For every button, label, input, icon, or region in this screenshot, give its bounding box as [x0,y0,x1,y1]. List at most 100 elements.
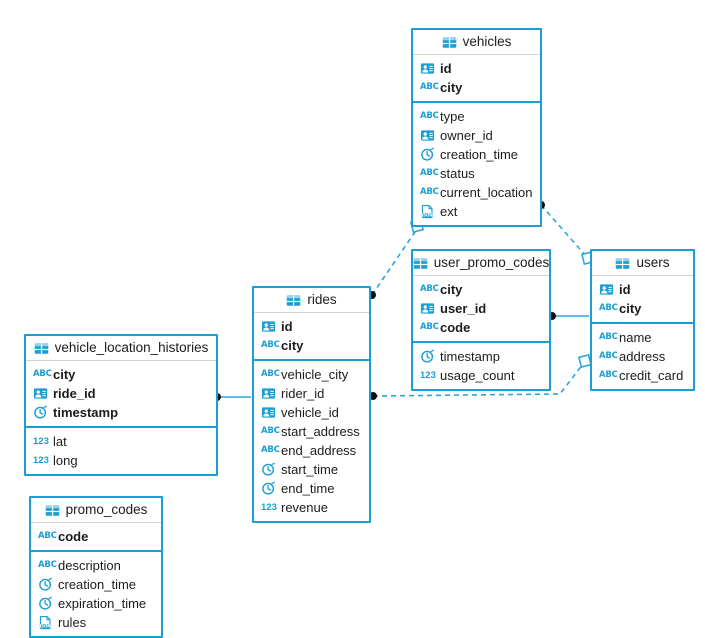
field-label: status [440,166,475,181]
abc-text-icon: ABC [420,82,439,92]
field-rules[interactable]: JSON rules [31,613,161,632]
field-start_time[interactable]: start_time [254,460,369,479]
abc-text-icon: ABC [599,370,618,380]
field-user_id[interactable]: user_id [413,299,549,318]
svg-text:JSON: JSON [421,212,433,217]
field-end_time[interactable]: end_time [254,479,369,498]
abc-text-icon: ABC [261,340,280,350]
relationship-user-promo-codes-to-users[interactable] [548,312,589,320]
abc-text-icon: ABC [33,369,52,379]
key-badge-icon [261,405,276,420]
entity-header-vehicles[interactable]: vehicles [413,30,540,55]
relationship-vehicle-location-histories-to-rides[interactable] [213,393,251,401]
entity-header-promo_codes[interactable]: promo_codes [31,498,161,523]
field-label: city [440,80,463,95]
field-label: current_location [440,185,533,200]
abc-text-icon: ABC [420,111,439,121]
abc-text-icon: ABC [261,426,280,436]
field-ride_id[interactable]: ride_id [26,384,216,403]
field-label: usage_count [440,368,515,383]
field-timestamp[interactable]: timestamp [413,347,549,366]
field-label: owner_id [440,128,493,143]
field-label: type [440,109,465,124]
abc-text-icon: ABC [599,303,618,313]
field-creation_time[interactable]: creation_time [31,575,161,594]
field-id[interactable]: id [592,280,693,299]
field-label: start_time [281,462,339,477]
number-123-icon: 123 [420,370,436,381]
entity-header-rides[interactable]: rides [254,288,369,313]
field-id[interactable]: id [254,317,369,336]
field-label: city [53,367,76,382]
field-label: timestamp [53,405,119,420]
abc-text-icon: ABC [261,445,280,455]
json-document-icon: JSON [38,615,53,630]
entity-title: promo_codes [65,502,148,518]
table-grid-icon [34,341,49,356]
number-123-icon: 123 [33,455,49,466]
entity-header-users[interactable]: users [592,251,693,276]
field-label: city [440,282,463,297]
clock-timestamp-icon [33,405,48,420]
entity-header-user_promo_codes[interactable]: user_promo_codes [413,251,549,276]
abc-text-icon: ABC [420,187,439,197]
field-label: id [619,282,631,297]
field-owner_id[interactable]: owner_id [413,126,540,145]
key-badge-icon [599,282,614,297]
key-badge-icon [33,386,48,401]
field-vehicle_id[interactable]: vehicle_id [254,403,369,422]
key-badge-icon [420,301,435,316]
field-usage_count[interactable]: 123 usage_count [413,366,549,385]
field-label: address [619,349,666,364]
abc-text-icon: ABC [420,168,439,178]
field-expiration_time[interactable]: expiration_time [31,594,161,613]
entity-header-vehicle_location_histories[interactable]: vehicle_location_histories [26,336,216,361]
field-label: rules [58,615,87,630]
key-badge-icon [261,386,276,401]
field-id[interactable]: id [413,59,540,78]
field-label: description [58,558,121,573]
field-creation_time[interactable]: creation_time [413,145,540,164]
entity-title: rides [307,292,337,308]
entity-title: user_promo_codes [433,255,550,271]
field-label: revenue [281,500,328,515]
field-label: code [440,320,471,335]
abc-text-icon: ABC [261,369,280,379]
field-label: rider_id [281,386,325,401]
field-timestamp[interactable]: timestamp [26,403,216,422]
field-rider_id[interactable]: rider_id [254,384,369,403]
abc-text-icon: ABC [420,284,439,294]
